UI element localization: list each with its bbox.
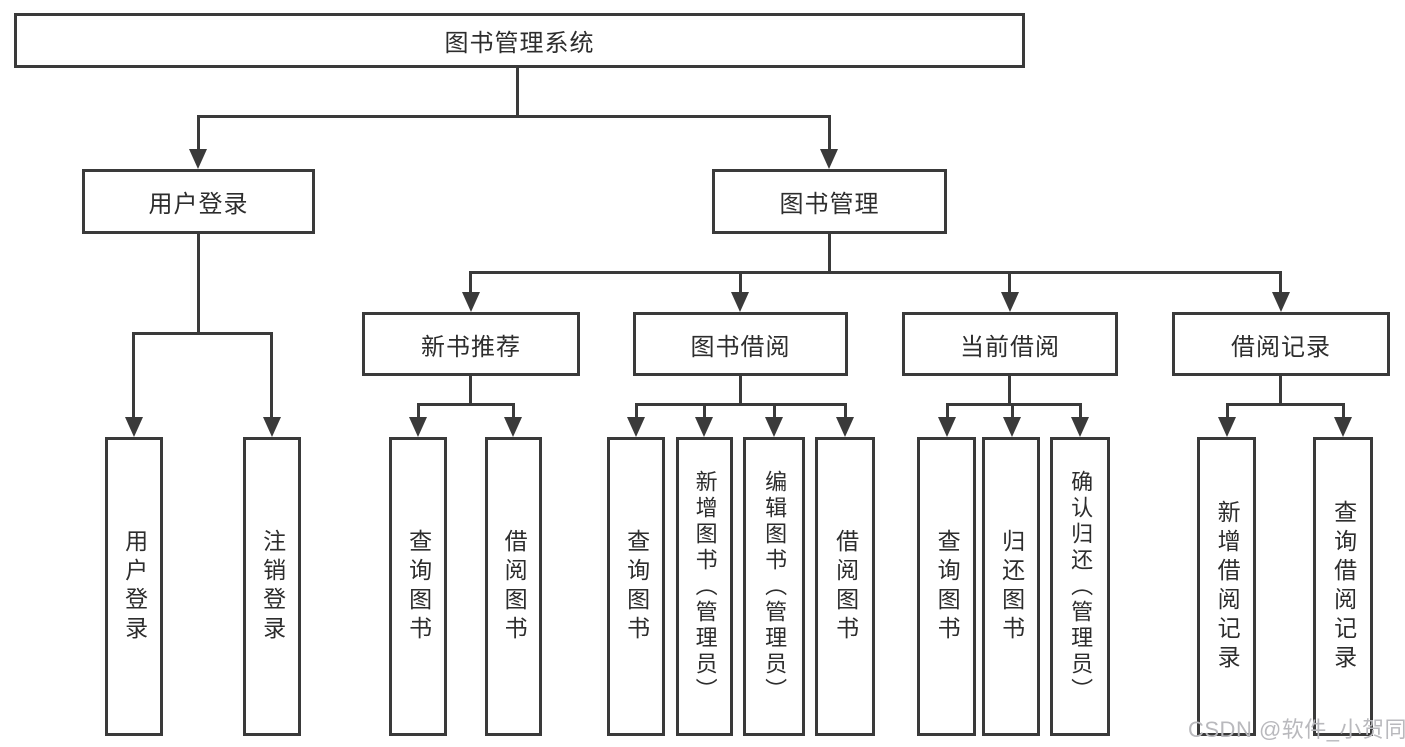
watermark: CSDN @软件_小贺同学 [1188, 717, 1405, 742]
connector-line [946, 403, 949, 419]
connector-line [197, 234, 200, 334]
connector-line [1342, 403, 1345, 419]
leaf-current-return: 归还图书 [982, 437, 1040, 736]
leaf-borrow-add-admin: 新增图书（管理员） [676, 437, 733, 736]
leaf-borrow-edit-admin: 编辑图书（管理员） [743, 437, 805, 736]
node-borrow-record: 借阅记录 [1172, 312, 1390, 376]
connector-arrowhead [1272, 292, 1290, 312]
leaf-logout: 注销登录 [243, 437, 301, 736]
node-root: 图书管理系统 [14, 13, 1025, 68]
leaf-newbook-query: 查询图书 [389, 437, 447, 736]
connector-line [1279, 376, 1282, 406]
connector-line [773, 403, 776, 419]
connector-arrowhead [627, 417, 645, 437]
connector-line [469, 271, 1282, 274]
leaf-record-add: 新增借阅记录 [1197, 437, 1256, 736]
connector-arrowhead [125, 417, 143, 437]
connector-line [132, 332, 273, 335]
leaf-borrow-borrow: 借阅图书 [815, 437, 875, 736]
connector-arrowhead [1334, 417, 1352, 437]
connector-arrowhead [504, 417, 522, 437]
connector-arrowhead [765, 417, 783, 437]
connector-arrowhead [1071, 417, 1089, 437]
connector-line [828, 115, 831, 151]
connector-arrowhead [938, 417, 956, 437]
leaf-current-confirm-admin: 确认归还（管理员） [1050, 437, 1110, 736]
connector-line [1079, 403, 1082, 419]
connector-line [469, 376, 472, 406]
connector-line [512, 403, 515, 419]
connector-line [828, 234, 831, 273]
node-current-borrow: 当前借阅 [902, 312, 1118, 376]
connector-arrowhead [695, 417, 713, 437]
connector-line [739, 376, 742, 406]
node-user-login: 用户登录 [82, 169, 315, 234]
connector-line [270, 332, 273, 418]
connector-line [739, 271, 742, 295]
connector-arrowhead [836, 417, 854, 437]
node-new-book-recommend: 新书推荐 [362, 312, 580, 376]
connector-arrowhead [409, 417, 427, 437]
connector-arrowhead [820, 149, 838, 169]
connector-line [417, 403, 420, 419]
connector-arrowhead [1003, 417, 1021, 437]
connector-line [469, 271, 472, 295]
connector-line [635, 403, 846, 406]
leaf-newbook-borrow: 借阅图书 [485, 437, 542, 736]
leaf-borrow-query: 查询图书 [607, 437, 665, 736]
connector-arrowhead [189, 149, 207, 169]
connector-arrowhead [1001, 292, 1019, 312]
leaf-user-login: 用户登录 [105, 437, 163, 736]
node-book-management: 图书管理 [712, 169, 947, 234]
connector-line [417, 403, 515, 406]
connector-line [1226, 403, 1229, 419]
connector-arrowhead [1218, 417, 1236, 437]
connector-arrowhead [263, 417, 281, 437]
connector-line [1008, 376, 1011, 406]
connector-line [132, 332, 135, 418]
connector-line [1011, 403, 1014, 419]
connector-line [1226, 403, 1345, 406]
connector-line [516, 68, 519, 117]
leaf-record-query: 查询借阅记录 [1313, 437, 1373, 736]
connector-arrowhead [462, 292, 480, 312]
connector-line [197, 115, 200, 151]
connector-line [635, 403, 638, 419]
connector-line [844, 403, 847, 419]
connector-line [1008, 271, 1011, 295]
connector-line [1279, 271, 1282, 295]
connector-arrowhead [731, 292, 749, 312]
node-book-borrow: 图书借阅 [633, 312, 848, 376]
connector-line [197, 115, 831, 118]
leaf-current-query: 查询图书 [917, 437, 976, 736]
connector-line [703, 403, 706, 419]
